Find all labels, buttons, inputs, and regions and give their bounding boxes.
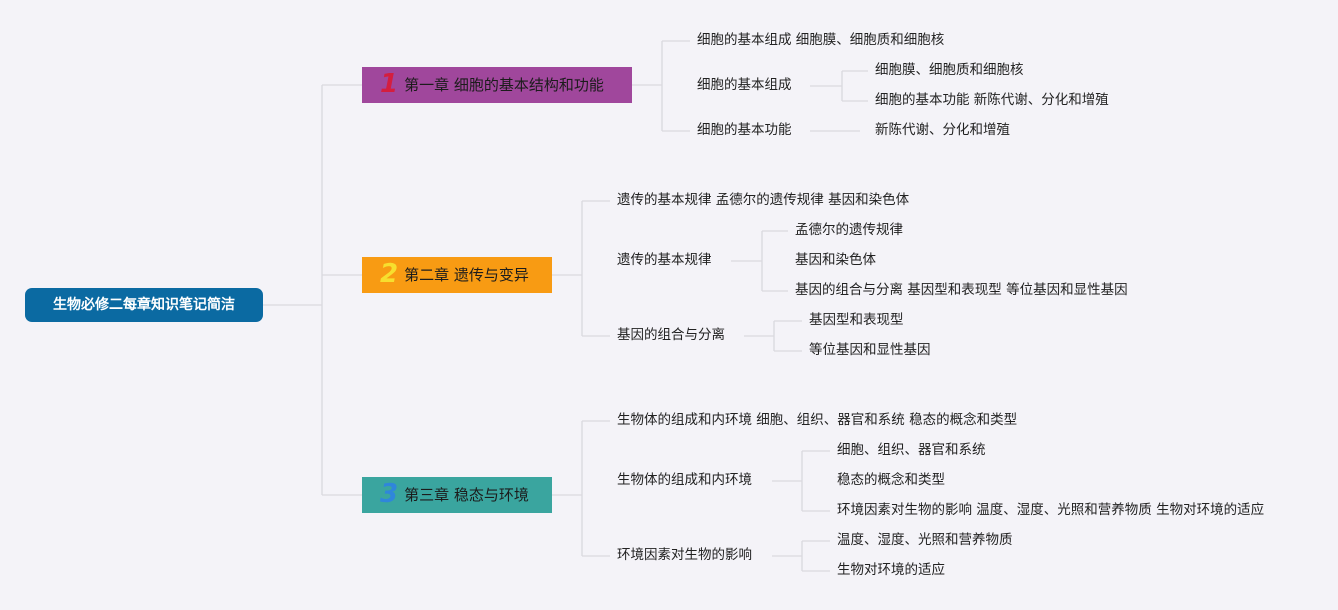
chapter-3-topic-2-item[interactable]: 生物对环境的适应 (837, 562, 945, 578)
chapter-3-topic-2-item[interactable]: 温度、湿度、光照和营养物质 (837, 532, 1013, 548)
chapter-1-topic-1-item[interactable]: 细胞膜、细胞质和细胞核 (875, 62, 1024, 78)
chapter-title: 第三章 稳态与环境 (404, 485, 529, 504)
chapter-1-node[interactable]: 1 第一章 细胞的基本结构和功能 (362, 67, 632, 103)
chapter-1-topic-2-item[interactable]: 新陈代谢、分化和增殖 (875, 122, 1010, 138)
chapter-3-summary[interactable]: 生物体的组成和内环境 细胞、组织、器官和系统 稳态的概念和类型 (617, 412, 1018, 428)
chapter-title: 第一章 细胞的基本结构和功能 (404, 75, 604, 94)
chapter-3-topic-1-item[interactable]: 细胞、组织、器官和系统 (837, 442, 986, 458)
chapter-2-topic-1-item[interactable]: 基因和染色体 (795, 252, 876, 268)
chapter-1-topic-1[interactable]: 细胞的基本组成 (697, 77, 792, 93)
chapter-2-summary[interactable]: 遗传的基本规律 孟德尔的遗传规律 基因和染色体 (617, 192, 910, 208)
chapter-1-summary[interactable]: 细胞的基本组成 细胞膜、细胞质和细胞核 (697, 32, 945, 48)
chapter-number-badge: 3 (380, 479, 399, 509)
chapter-3-topic-2[interactable]: 环境因素对生物的影响 (617, 547, 752, 563)
chapter-2-topic-1[interactable]: 遗传的基本规律 (617, 252, 712, 268)
chapter-number-badge: 2 (380, 259, 399, 289)
chapter-2-topic-2-item[interactable]: 等位基因和显性基因 (809, 342, 931, 358)
chapter-2-topic-1-item[interactable]: 基因的组合与分离 基因型和表现型 等位基因和显性基因 (795, 282, 1128, 298)
chapter-3-topic-1-item[interactable]: 稳态的概念和类型 (837, 472, 945, 488)
chapter-3-topic-1[interactable]: 生物体的组成和内环境 (617, 472, 752, 488)
chapter-3-node[interactable]: 3 第三章 稳态与环境 (362, 477, 552, 513)
chapter-1-topic-2[interactable]: 细胞的基本功能 (697, 122, 792, 138)
chapter-number-badge: 1 (380, 69, 399, 99)
chapter-title: 第二章 遗传与变异 (404, 265, 529, 284)
chapter-2-topic-2-item[interactable]: 基因型和表现型 (809, 312, 904, 328)
chapter-3-topic-1-item[interactable]: 环境因素对生物的影响 温度、湿度、光照和营养物质 生物对环境的适应 (837, 502, 1265, 518)
chapter-2-topic-1-item[interactable]: 孟德尔的遗传规律 (795, 222, 903, 238)
root-node[interactable]: 生物必修二每章知识笔记简洁 (25, 288, 263, 322)
chapter-2-node[interactable]: 2 第二章 遗传与变异 (362, 257, 552, 293)
chapter-1-topic-1-item[interactable]: 细胞的基本功能 新陈代谢、分化和增殖 (875, 92, 1109, 108)
chapter-2-topic-2[interactable]: 基因的组合与分离 (617, 327, 725, 343)
